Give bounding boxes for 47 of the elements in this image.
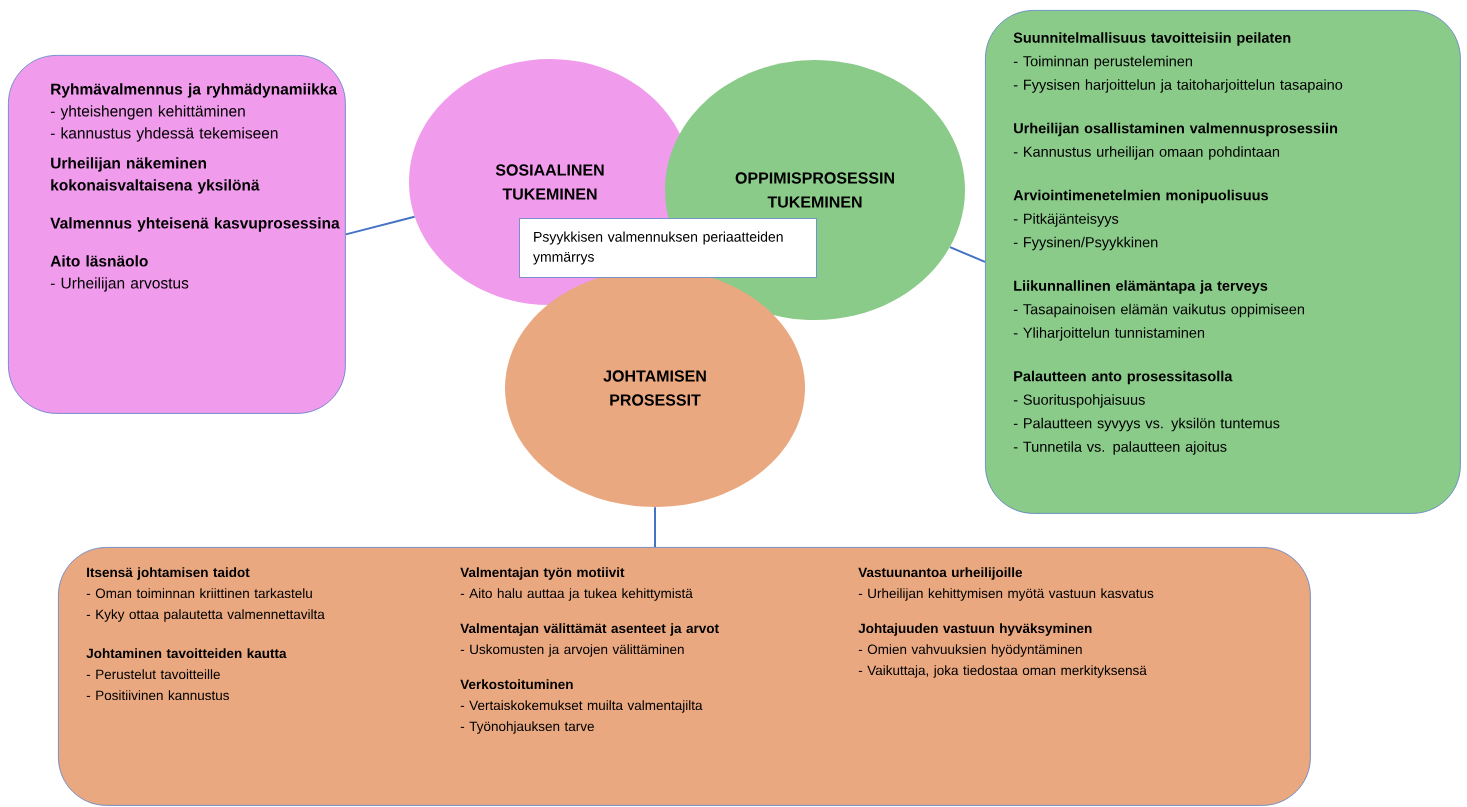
list-item: - kannustus yhdessä tekemiseen — [50, 127, 278, 142]
heading: Vastuunantoa urheilijoille — [858, 567, 1023, 580]
heading: Arviointimenetelmien monipuolisuus — [1013, 189, 1269, 204]
list-item: - Työnohjauksen tarve — [460, 721, 594, 734]
list-item: - Tunnetila vs. palautteen ajoitus — [1013, 441, 1227, 455]
heading: Suunnitelmallisuus tavoitteisiin peilaten — [1013, 32, 1291, 46]
list-item: - Aito halu auttaa ja tukea kehittymistä — [460, 588, 693, 601]
list-item: - Kyky ottaa palautetta valmennettavilta — [86, 609, 325, 622]
heading: Urheilijan osallistaminen valmennusprosessiin — [1014, 122, 1338, 137]
heading: Valmennus yhteisenä kasvuprosessina — [50, 217, 340, 232]
list-item: - Tasapainoisen elämän vaikutus oppimiseen — [1013, 303, 1304, 318]
list-item: - Fyysinen/Psyykkinen — [1013, 236, 1158, 251]
list-item: - Toiminnan perusteleminen — [1013, 55, 1192, 70]
list-item: - Urheilijan kehittymisen myötä vastuun kasvatus — [858, 588, 1154, 601]
list-item: - Kannustus urheilijan omaan pohdintaan — [1013, 146, 1279, 160]
heading: Verkostoituminen — [460, 679, 573, 690]
heading: Johtaminen tavoitteiden kautta — [86, 648, 287, 659]
connector-line — [949, 246, 986, 263]
list-item: - Perustelut tavoitteille — [86, 669, 220, 680]
list-item: - Omien vahvuuksien hyödyntäminen — [858, 644, 1082, 657]
list-item: - Suorituspohjaisuus — [1013, 394, 1145, 408]
list-item: - Uskomusten ja arvojen välittäminen — [460, 644, 684, 657]
heading: Johtajuuden vastuun hyväksyminen — [858, 623, 1092, 636]
connector-line — [654, 506, 656, 548]
text-panel — [58, 547, 1311, 806]
list-item: - Fyysisen harjoittelun ja taitoharjoittelun tasapaino — [1013, 79, 1343, 93]
list-item: - Palautteen syvyys vs. yksilön tuntemus — [1013, 417, 1280, 432]
heading: Ryhmävalmennus ja ryhmädynamiikka — [51, 83, 338, 98]
heading: Liikunnallinen elämäntapa ja terveys — [1014, 280, 1268, 294]
list-item: - Yliharjoittelun tunnistaminen — [1013, 327, 1205, 341]
heading: Valmentajan työn motiivit — [460, 567, 625, 580]
heading: Aito läsnäolo — [50, 255, 148, 267]
heading: Urheilijan näkeminen kokonaisvaltaisena yksilönä — [51, 157, 260, 194]
text-panel — [8, 55, 346, 414]
list-item: - Vaikuttaja, joka tiedostaa oman merkityksensä — [858, 665, 1147, 678]
list-item: - Oman toiminnan kriittinen tarkastelu — [86, 588, 312, 599]
list-item: - Vertaiskokemukset muilta valmentajilta — [460, 700, 703, 713]
list-item: - Urheilijan arvostus — [50, 277, 189, 292]
heading: Valmentajan välittämät asenteet ja arvot — [460, 623, 719, 636]
list-item: - Positiivinen kannustus — [86, 690, 229, 701]
list-item: - Pitkäjänteisyys — [1013, 213, 1119, 227]
heading: Itsensä johtamisen taidot — [87, 567, 250, 580]
text-box: Psyykkisen valmennuksen periaatteiden ymmärrys — [519, 218, 817, 278]
list-item: - yhteishengen kehittäminen — [50, 105, 245, 120]
heading: Palautteen anto prosessitasolla — [1014, 370, 1233, 385]
connector-line — [344, 215, 416, 236]
text-panel — [985, 10, 1461, 514]
